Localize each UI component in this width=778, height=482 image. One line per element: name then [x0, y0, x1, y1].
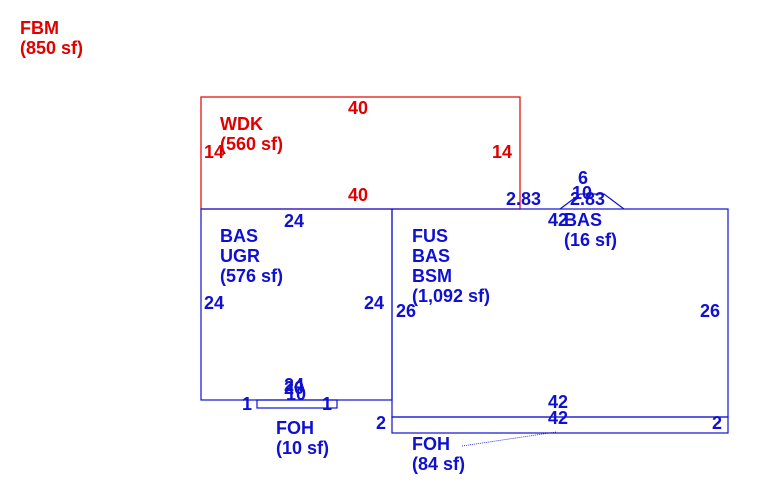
fus-line2: BAS [412, 246, 451, 266]
bas-ugr-line1: BAS [220, 226, 259, 246]
fus-line3: BSM [412, 266, 452, 286]
foh-large-code: FOH [412, 434, 450, 454]
bas-ugr-label: BAS UGR (576 sf) [220, 226, 283, 286]
fus-dim-right: 26 [700, 301, 721, 321]
foh-small-outline [256, 399, 338, 409]
foh-large-dim-left: 2 [376, 413, 387, 433]
foh-small-dim-top: 10 [286, 384, 307, 404]
bas-ugr-dim-bottom-a: 24 [284, 375, 305, 395]
fbm-area: (850 sf) [20, 38, 84, 58]
wdk-area: (560 sf) [220, 134, 284, 154]
fus-label: FUS BAS BSM (1,092 sf) [412, 226, 490, 306]
fbm-label: FBM (850 sf) [20, 18, 83, 58]
fus-dim-left: 26 [396, 301, 417, 321]
bay-dim-left: 2.83 [506, 189, 542, 209]
wdk-code: WDK [220, 114, 263, 134]
fus-dim-top: 42 [548, 210, 569, 230]
bay-dim-mid: 10 [572, 183, 593, 203]
bay-outline [559, 193, 625, 210]
wdk-dim-top: 40 [348, 98, 369, 118]
bas-ugr-dim-bottom-b: 20 [284, 378, 305, 398]
foh-leader-line [461, 431, 557, 447]
bas-ugr-dim-left: 24 [204, 293, 225, 313]
foh-large-area: (84 sf) [412, 454, 466, 474]
foh-large-dim-right: 2 [712, 413, 723, 433]
foh-small-dim-right: 1 [322, 394, 333, 414]
fus-dim-bottom: 42 [548, 392, 569, 412]
foh-small-area: (10 sf) [276, 438, 330, 458]
bay-label: BAS (16 sf) [564, 210, 617, 250]
bas-ugr-line2: UGR [220, 246, 260, 266]
fbm-code: FBM [20, 18, 59, 38]
bay-dim-top: 6 [578, 168, 589, 188]
foh-small-code: FOH [276, 418, 314, 438]
foh-large-outline [391, 416, 729, 434]
wdk-label: WDK (560 sf) [220, 114, 283, 154]
wdk-dim-left: 14 [204, 142, 225, 162]
bay-area: (16 sf) [564, 230, 618, 250]
fus-area: (1,092 sf) [412, 286, 491, 306]
wdk-dim-bottom: 40 [348, 185, 369, 205]
bay-dim-right: 2.83 [570, 189, 606, 209]
foh-small-label: FOH (10 sf) [276, 418, 329, 458]
foh-small-dim-left: 1 [242, 394, 253, 414]
bas-ugr-dim-right: 24 [364, 293, 385, 313]
foh-large-dim-top: 42 [548, 408, 569, 428]
bay-code: BAS [564, 210, 603, 230]
bas-ugr-dim-top: 24 [284, 211, 305, 231]
fus-line1: FUS [412, 226, 448, 246]
foh-large-label: FOH (84 sf) [412, 434, 465, 474]
bas-ugr-area: (576 sf) [220, 266, 284, 286]
wdk-dim-right: 14 [492, 142, 513, 162]
